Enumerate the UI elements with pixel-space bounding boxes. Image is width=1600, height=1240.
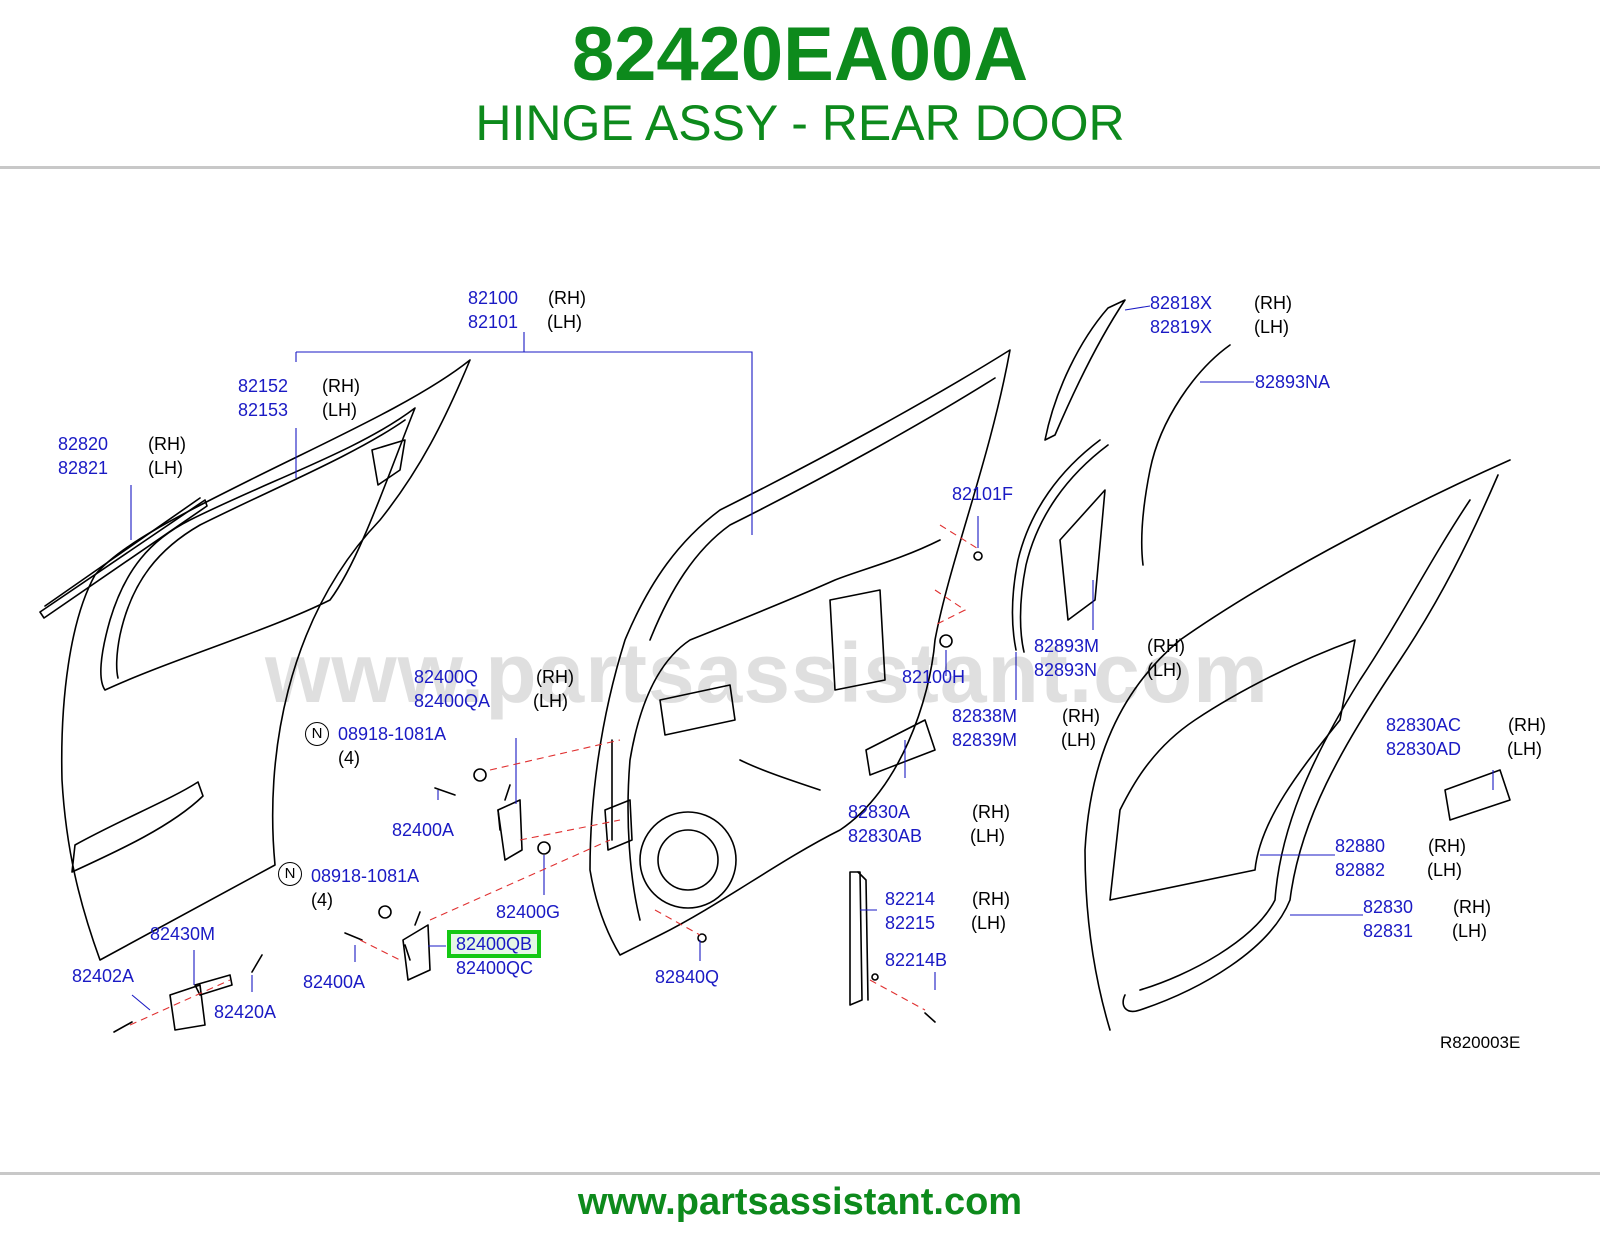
outer-door-panel [60, 359, 471, 961]
part-label-82400G[interactable]: 82400G [496, 902, 561, 922]
part-label-82400QA[interactable]: 82400QA [414, 691, 491, 711]
part-label-82400QC[interactable]: 82400QC [456, 958, 534, 978]
side-label: (RH) [972, 802, 1010, 822]
part-label-82880[interactable]: 82880 [1335, 836, 1386, 856]
part-label-82830AB[interactable]: 82830AB [848, 826, 923, 846]
part-label-82818X[interactable]: 82818X [1150, 293, 1213, 313]
note-n-badge: N [278, 862, 302, 886]
part-label-82100[interactable]: 82100 [468, 288, 519, 308]
sash-parts [1011, 299, 1231, 653]
side-label: (LH) [547, 312, 582, 332]
part-label-82882[interactable]: 82882 [1335, 860, 1386, 880]
part-label-82830[interactable]: 82830 [1363, 897, 1414, 917]
side-label: (LH) [533, 691, 568, 711]
exploded-parts-diagram [39, 299, 1511, 1033]
door-weatherstrip [1084, 459, 1511, 1031]
part-label-82840Q[interactable]: 82840Q [655, 967, 720, 987]
part-label-82101F[interactable]: 82101F [952, 484, 1014, 504]
inner-door-frame [589, 349, 1011, 956]
part-label-82893NA[interactable]: 82893NA [1255, 372, 1331, 392]
part-label-82893M[interactable]: 82893M [1034, 636, 1100, 656]
top-divider [0, 166, 1600, 169]
clip-brackets [849, 719, 1511, 1006]
side-label: (RH) [1254, 293, 1292, 313]
part-label-82830AC[interactable]: 82830AC [1386, 715, 1462, 735]
part-label-82820[interactable]: 82820 [58, 434, 109, 454]
side-label: (RH) [1062, 706, 1100, 726]
watermark: www.partsassistant.com [265, 626, 1269, 720]
side-label: (LH) [971, 913, 1006, 933]
part-label-82830A[interactable]: 82830A [848, 802, 911, 822]
bottom-divider [0, 1172, 1600, 1175]
part-label-82215[interactable]: 82215 [885, 913, 936, 933]
side-label: (LH) [1452, 921, 1487, 941]
side-label: (RH) [1147, 636, 1185, 656]
side-label: (LH) [1061, 730, 1096, 750]
part-label-82152[interactable]: 82152 [238, 376, 289, 396]
quantity-label: (4) [338, 748, 360, 768]
part-label-82153[interactable]: 82153 [238, 400, 289, 420]
part-label-82214B[interactable]: 82214B [885, 950, 948, 970]
part-label-08918-1081A[interactable]: 08918-1081A [338, 724, 447, 744]
part-label-82214[interactable]: 82214 [885, 889, 936, 909]
side-label: (LH) [1147, 660, 1182, 680]
part-label-82400Q[interactable]: 82400Q [414, 667, 479, 687]
side-label: (LH) [970, 826, 1005, 846]
part-label-82831[interactable]: 82831 [1363, 921, 1414, 941]
part-label-82839M[interactable]: 82839M [952, 730, 1018, 750]
part-label-82821[interactable]: 82821 [58, 458, 109, 478]
diagram-reference-code: R820003E [1440, 1033, 1521, 1052]
part-label-82420A[interactable]: 82420A [214, 1002, 277, 1022]
side-label: (LH) [1507, 739, 1542, 759]
side-label: (RH) [1508, 715, 1546, 735]
side-label: (RH) [1428, 836, 1466, 856]
part-label-82400A[interactable]: 82400A [392, 820, 455, 840]
part-label-82830AD[interactable]: 82830AD [1386, 739, 1462, 759]
bolts-and-nuts [113, 551, 983, 1033]
door-hinges [169, 784, 523, 1031]
part-label-82819X[interactable]: 82819X [1150, 317, 1213, 337]
side-label: (RH) [1453, 897, 1491, 917]
side-label: (RH) [972, 889, 1010, 909]
part-label-82400A[interactable]: 82400A [303, 972, 366, 992]
side-label: (RH) [536, 667, 574, 687]
side-label: (RH) [548, 288, 586, 308]
part-label-82400QB-highlighted[interactable]: 82400QB [447, 930, 542, 958]
part-label-82402A[interactable]: 82402A [72, 966, 135, 986]
belt-moulding [39, 497, 208, 619]
part-label-82101[interactable]: 82101 [468, 312, 519, 332]
side-label: (LH) [322, 400, 357, 420]
note-n-badge: N [305, 722, 329, 746]
part-label-82893N[interactable]: 82893N [1034, 660, 1098, 680]
side-label: (LH) [1254, 317, 1289, 337]
part-label-82100H[interactable]: 82100H [902, 667, 966, 687]
side-label: (LH) [1427, 860, 1462, 880]
part-label-08918-1081A[interactable]: 08918-1081A [311, 866, 420, 886]
part-label-82430M[interactable]: 82430M [150, 924, 216, 944]
page-subtitle: HINGE ASSY - REAR DOOR [475, 95, 1125, 151]
part-label-82838M[interactable]: 82838M [952, 706, 1018, 726]
footer-website-link[interactable]: www.partsassistant.com [577, 1181, 1023, 1223]
side-label: (RH) [322, 376, 360, 396]
side-label: (RH) [148, 434, 186, 454]
side-label: (LH) [148, 458, 183, 478]
quantity-label: (4) [311, 890, 333, 910]
page-title: 82420EA00A [571, 12, 1029, 97]
